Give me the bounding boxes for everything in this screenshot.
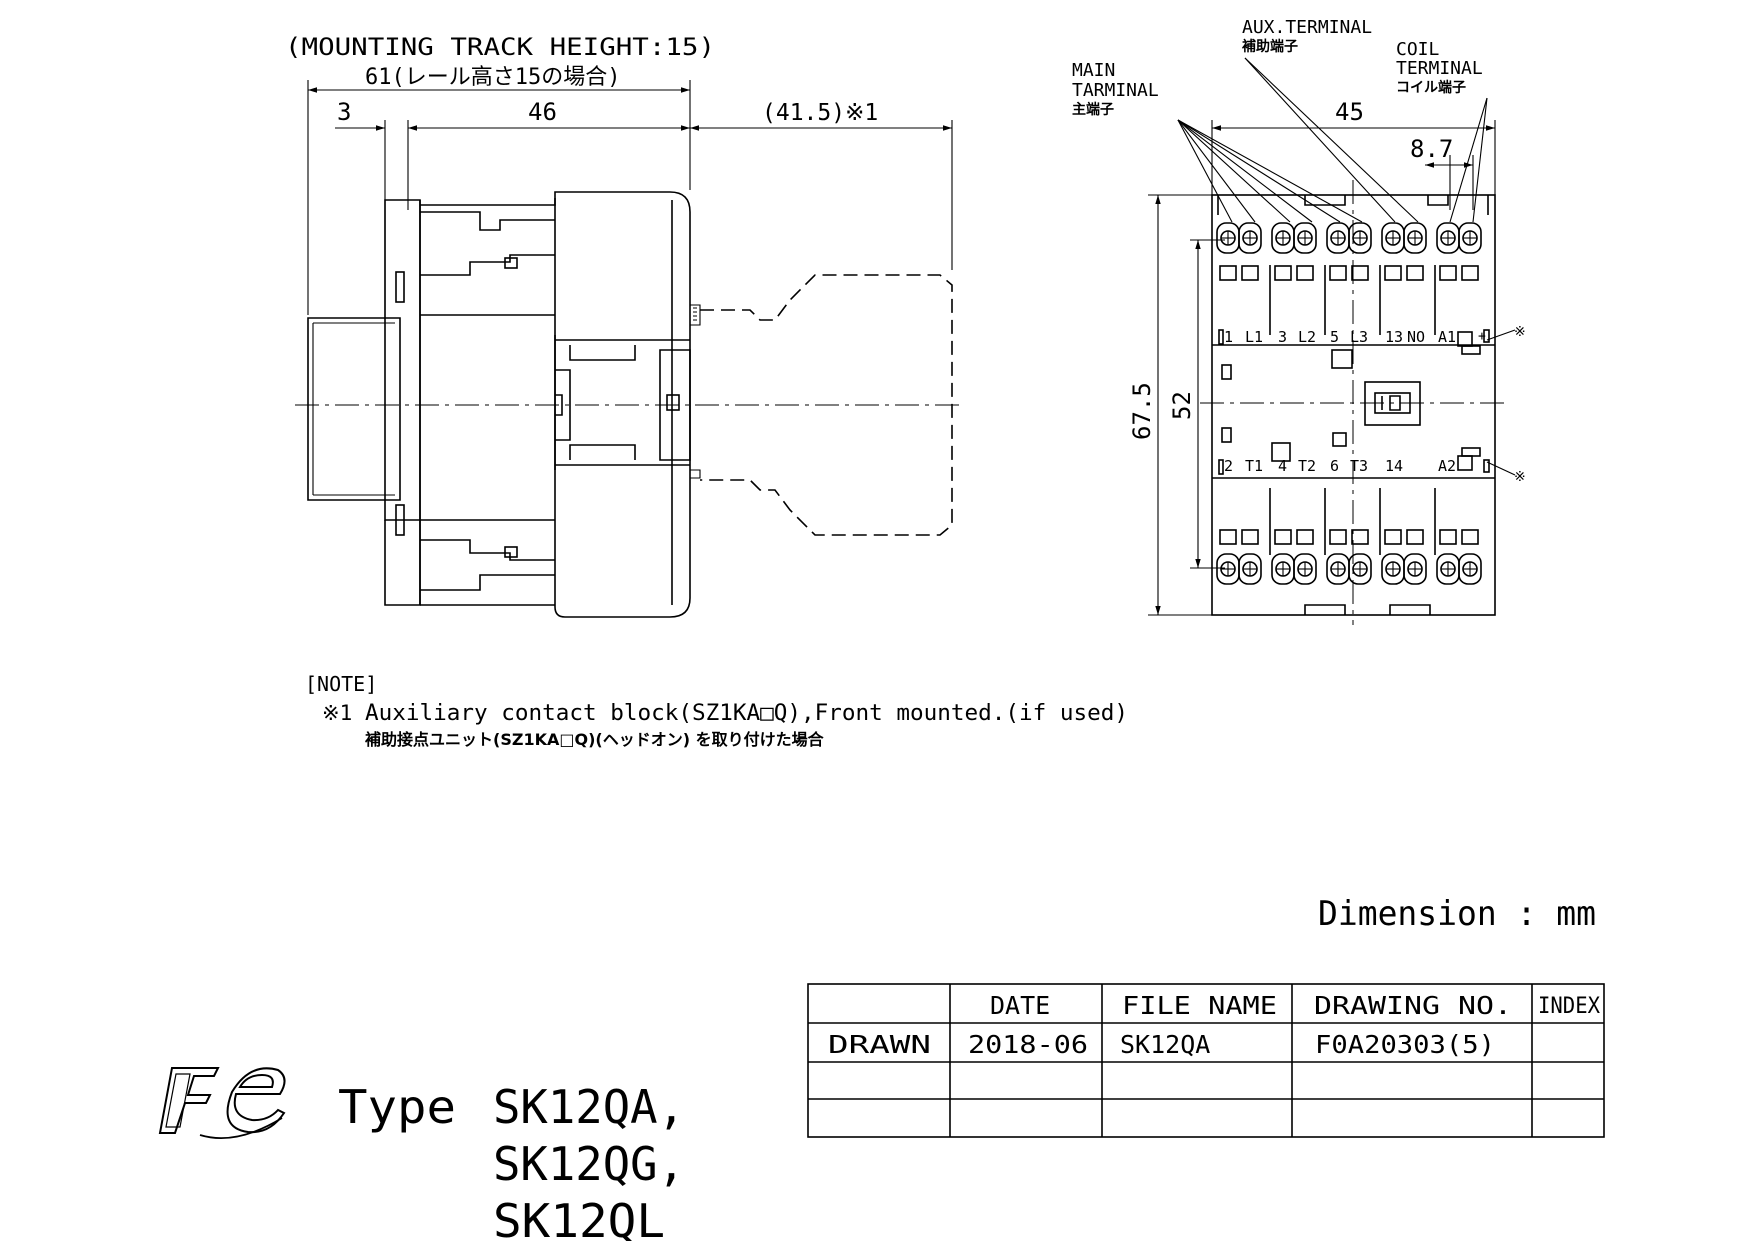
dim-8-7: 8.7 [1410,135,1453,163]
terminal-screw [1238,222,1262,281]
terminal-screw [1293,529,1317,585]
aux-terminal-label-jp: 補助端子 [1241,38,1298,55]
bottom-terminal-screws [1216,529,1482,585]
terminal-label: T3 [1350,457,1368,475]
coil-terminal-label-en-1: COIL [1396,39,1440,60]
main-terminal-label-jp: 主端子 [1072,101,1114,118]
terminal-screw [1381,222,1405,281]
terminal-label: 3 [1278,328,1287,346]
dim-52: 52 [1168,391,1196,420]
terminal-screw [1326,529,1350,585]
terminal-label: L3 [1350,328,1368,346]
terminal-screw [1458,222,1482,281]
terminal-label: NO [1407,328,1425,346]
dim-3: 3 [337,98,351,126]
terminal-screw [1326,222,1350,281]
note-line-en: Auxiliary contact block(SZ1KA□Q),Front m… [365,701,1128,726]
terminal-screw [1436,529,1460,585]
terminal-screw [1381,529,1405,585]
terminal-screw [1216,222,1240,281]
fe-logo [158,1067,286,1139]
aux-terminal-label-en: AUX.TERMINAL [1242,17,1372,38]
dim-67-5: 67.5 [1128,382,1156,440]
mounting-note-en: (MOUNTING TRACK HEIGHT:15) [285,33,715,61]
type-prefix: Type [338,1080,456,1134]
type-model: SK12QL [493,1194,665,1241]
dim-41-5: (41.5)※1 [762,100,878,126]
type-model: SK12QG, [493,1137,685,1191]
front-view: AUX.TERMINAL 補助端子 COIL TERMINAL コイル端子 MA… [1072,17,1526,625]
title-header-index: INDEX [1538,994,1601,1019]
terminal-label: + [1478,329,1486,344]
terminal-screw [1458,529,1482,585]
terminal-label: 13 [1385,328,1403,346]
terminal-label: 5 [1330,328,1339,346]
asterisk-mark: ※ [1514,324,1526,340]
terminal-label: A2 [1438,457,1456,475]
base-left [384,199,421,521]
title-cell-drawing-no: F0A20303(5) [1315,1030,1495,1059]
title-cell-drawn: DRAWN [828,1030,931,1059]
terminal-label: 4 [1278,457,1287,475]
terminal-label: 6 [1330,457,1339,475]
asterisk-mark: ※ [1514,469,1526,485]
title-header-date: DATE [990,991,1050,1020]
coil-terminal-label-jp: コイル端子 [1396,79,1466,96]
terminal-label: 1 [1224,328,1233,346]
note-block: [NOTE] ※1 Auxiliary contact block(SZ1KA□… [305,672,1128,749]
terminal-screw [1293,222,1317,281]
side-view: (MOUNTING TRACK HEIGHT:15) 61(レール高さ15の場合… [285,33,965,618]
terminal-screw [1216,529,1240,585]
note-heading: [NOTE] [305,672,377,696]
main-terminal-label-en-1: MAIN [1072,60,1115,81]
terminal-screw [1403,222,1427,281]
terminal-label: T2 [1298,457,1316,475]
dimension-unit: Dimension : mm [1318,894,1596,934]
terminal-screw [1436,222,1460,281]
coil-terminal-label-en-2: TERMINAL [1396,58,1483,79]
terminal-label: 14 [1385,457,1403,475]
top-terminal-dividers [1269,265,1436,555]
terminal-screw [1403,529,1427,585]
note-line-jp: 補助接点ユニット(SZ1KA□Q)(ヘッドオン) を取り付けた場合 [364,730,825,749]
terminal-label: 2 [1224,457,1233,475]
top-terminal-screws [1216,222,1482,281]
title-block-frame [807,983,1605,1138]
main-body [554,191,691,618]
terminal-label: L2 [1298,328,1316,346]
terminal-label: L1 [1245,328,1263,346]
title-header-file-name: FILE NAME [1122,991,1277,1020]
dim-46: 46 [528,98,557,126]
terminal-screw [1271,529,1295,585]
title-cell-date: 2018-06 [968,1030,1088,1059]
title-block: DATE FILE NAME DRAWING NO. INDEX DRAWN 2… [807,983,1605,1138]
bottom-terminal-labels: 2 T1 4 T2 6 T3 14 A2 [1224,457,1456,475]
note-mark: ※1 [322,701,352,725]
terminal-label: A1 [1438,328,1456,346]
terminal-screw [1271,222,1295,281]
main-terminal-label-en-2: TARMINAL [1072,80,1159,101]
terminal-label: T1 [1245,457,1263,475]
title-header-drawing-no: DRAWING NO. [1314,991,1512,1020]
terminal-screw [1348,529,1372,585]
mounting-note-jp: 61(レール高さ15の場合) [365,65,620,90]
title-cell-file-name: SK12QA [1120,1030,1210,1059]
type-model: SK12QA, [493,1080,685,1134]
top-terminal-labels: 1 L1 3 L2 5 L3 13 NO A1 + [1224,328,1486,346]
terminal-screw [1238,529,1262,585]
terminal-screw [1348,222,1372,281]
dim-45: 45 [1335,98,1364,126]
din-rail [307,317,401,501]
